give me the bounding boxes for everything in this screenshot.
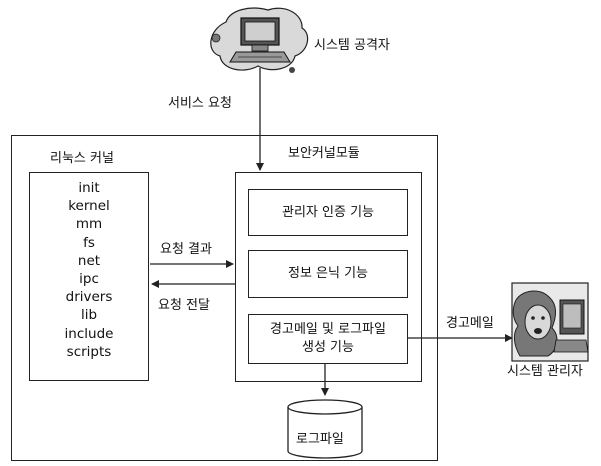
kernel-item: net (77, 252, 101, 269)
kernel-item: drivers (65, 289, 113, 306)
kernel-item: scripts (66, 343, 112, 360)
computer-attacker-icon (210, 7, 309, 73)
request-deliver-label: 요청 전달 (158, 298, 210, 313)
info-hiding-label: 정보 은닉 기능 (287, 266, 369, 281)
alert-log-function-box: 경고메일 및 로그파일 생성 기능 (248, 314, 408, 364)
logfile-label: 로그파일 (296, 432, 344, 447)
admin-label: 시스템 관리자 (507, 364, 583, 379)
kernel-item: include (64, 325, 114, 342)
kernel-item: kernel (68, 198, 110, 215)
alert-log-label-line2: 생성 기능 (302, 340, 354, 355)
security-module-title: 보안커널모듈 (288, 146, 360, 161)
attacker-label: 시스템 공격자 (314, 38, 390, 53)
request-result-label: 요청 결과 (160, 242, 212, 257)
kernel-item: init (78, 180, 100, 196)
kernel-item: lib (80, 307, 98, 324)
logfile-cylinder (287, 399, 363, 459)
admin-auth-function-box: 관리자 인증 기능 (248, 189, 408, 236)
admin-auth-label: 관리자 인증 기능 (282, 204, 374, 220)
administrator-icon (511, 282, 589, 362)
service-request-label: 서비스 요청 (168, 96, 232, 111)
alert-mail-label: 경고메일 (446, 316, 494, 331)
linux-kernel-box: init kernel mm fs net ipc drivers lib in… (29, 172, 149, 381)
kernel-component-list: init kernel mm fs net ipc drivers lib in… (30, 179, 148, 361)
kernel-item: mm (75, 216, 103, 233)
kernel-item: ipc (79, 271, 99, 288)
kernel-item: fs (83, 234, 95, 251)
alert-log-label-line1: 경고메일 및 로그파일 (270, 322, 386, 337)
kernel-title: 리눅스 커널 (50, 151, 114, 166)
info-hiding-function-box: 정보 은닉 기능 (248, 250, 408, 298)
